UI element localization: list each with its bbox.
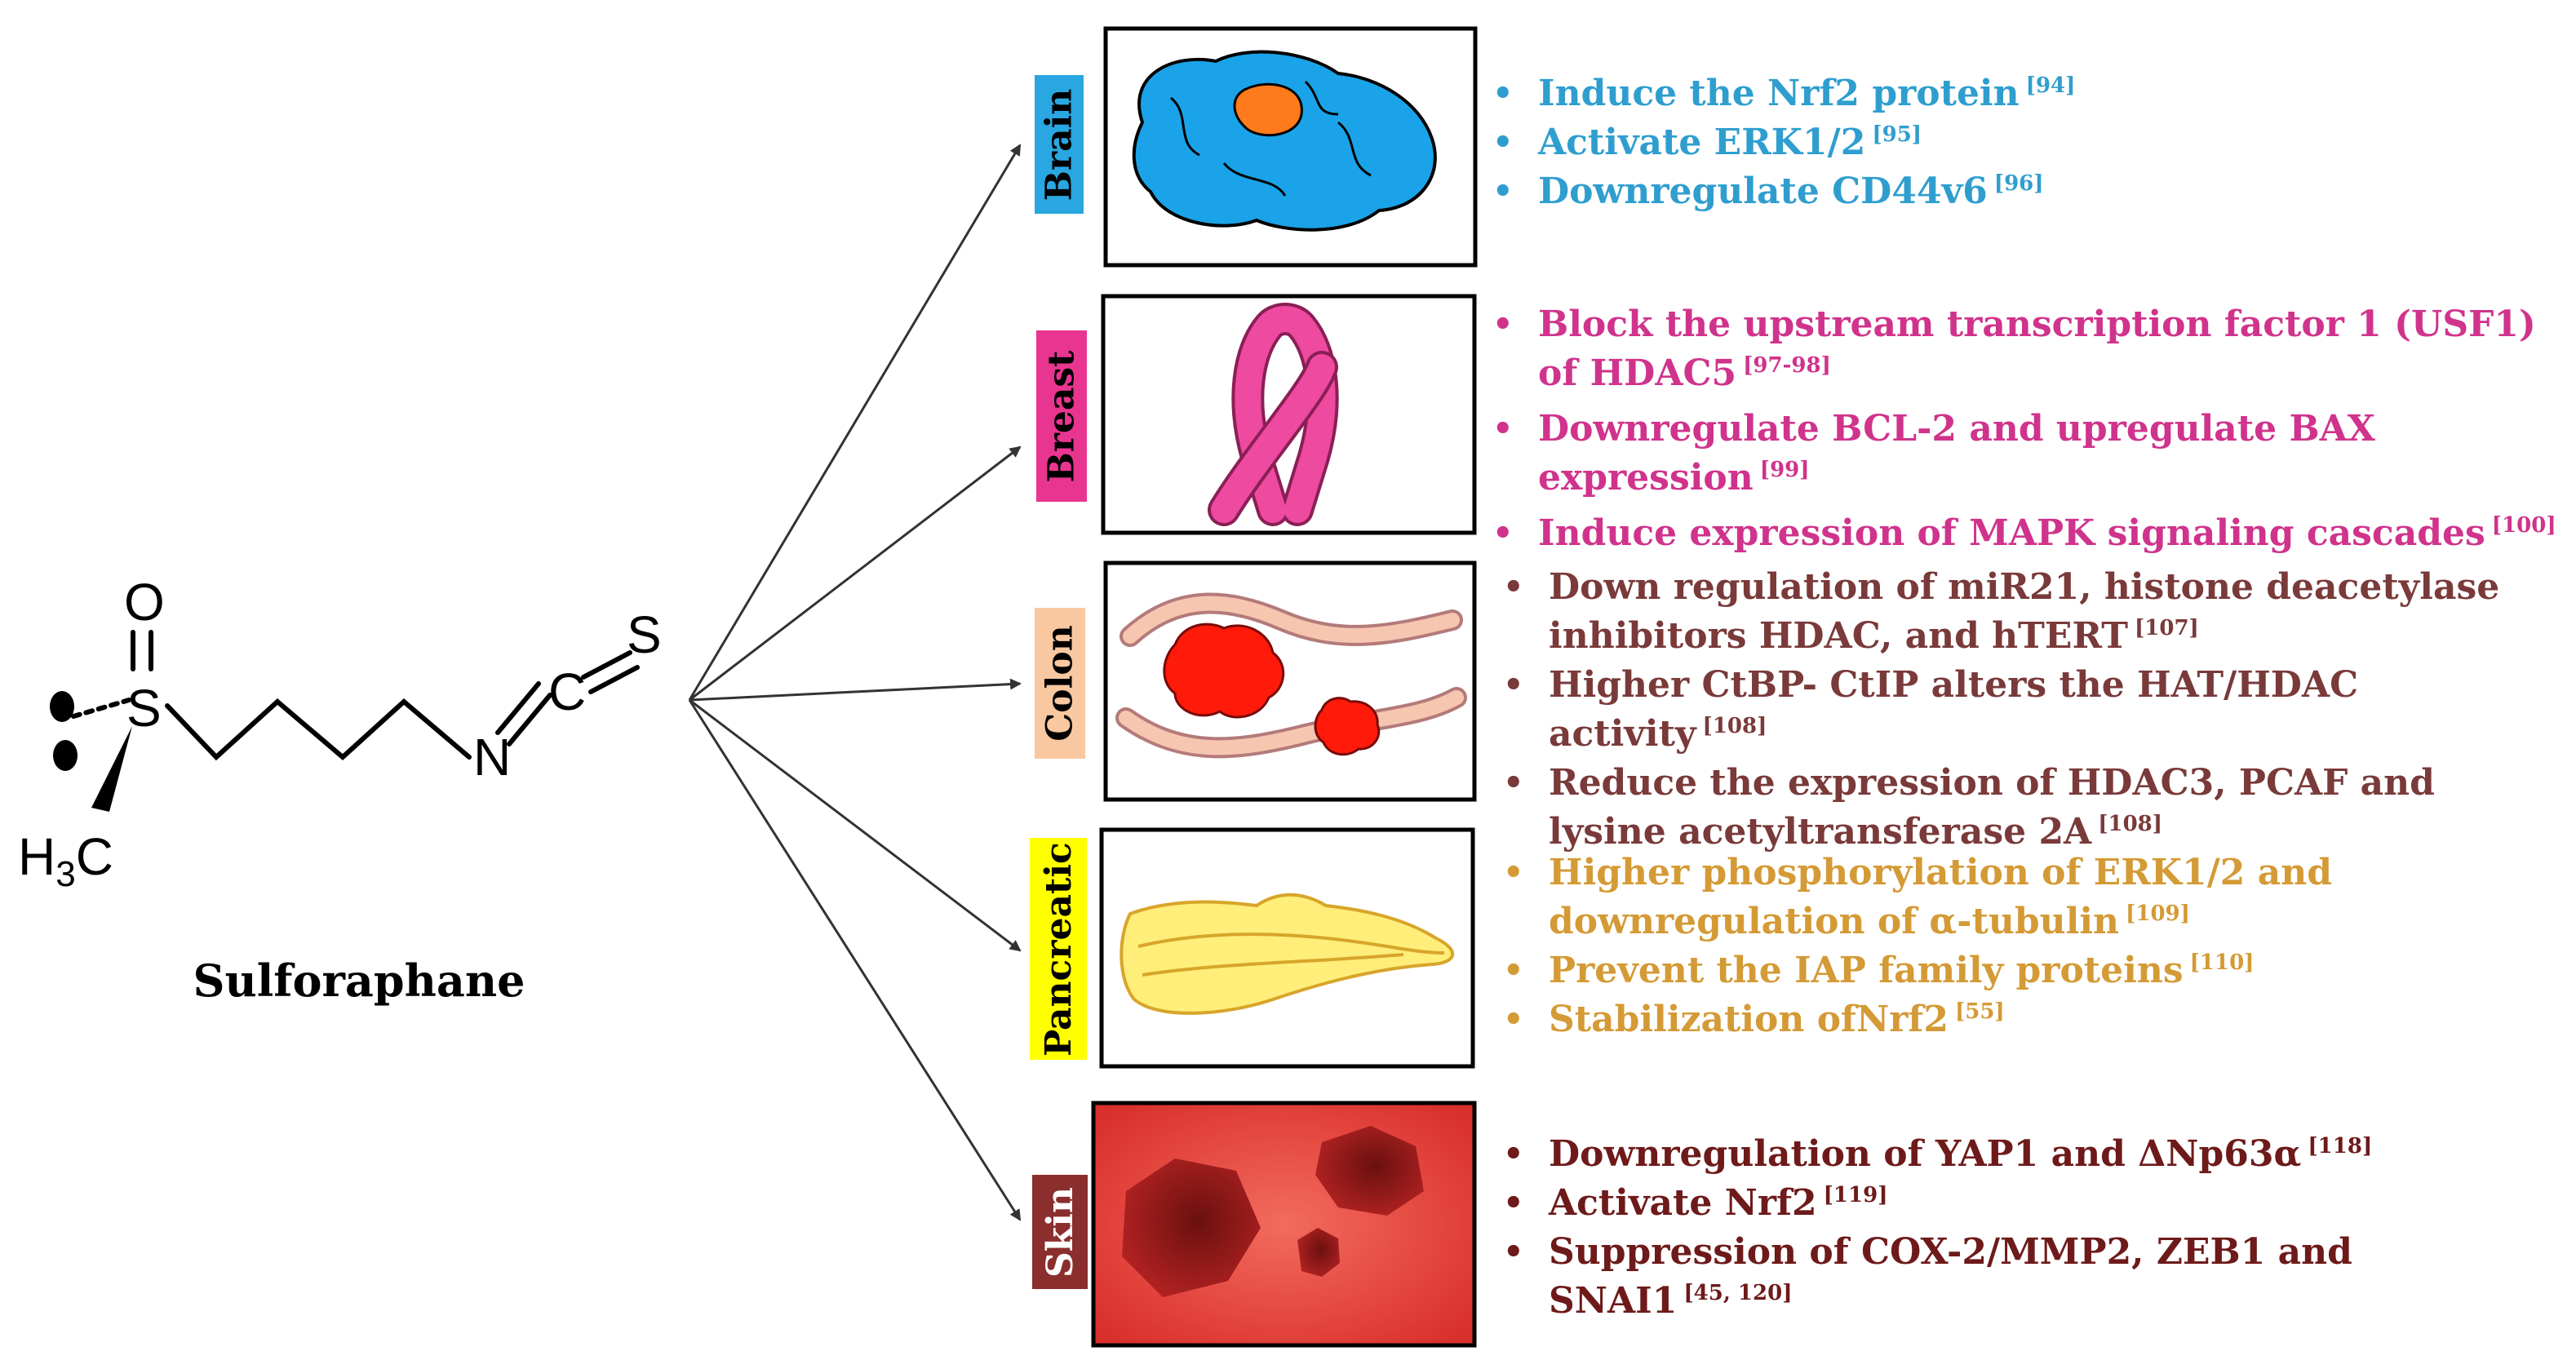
- brain-panel: [1103, 26, 1478, 268]
- pancreatic-tab: Pancreatic: [1030, 838, 1087, 1060]
- arrow-skin: [688, 699, 1022, 1221]
- pink-ribbon-icon: [1208, 303, 1339, 526]
- breast-tab-label: Breast: [1040, 350, 1083, 482]
- c-s-bond-2: [588, 665, 640, 694]
- dashed-bond: [71, 698, 131, 719]
- n-c-bond-2: [507, 693, 552, 747]
- arrow-pancreatic: [689, 698, 1022, 952]
- breast-panel: [1101, 294, 1477, 535]
- skin-lesion-icon: [1122, 1126, 1424, 1297]
- list-item: Downregulate BCL-2 and upregulate BAX ex…: [1489, 405, 2566, 503]
- pancreas-icon: [1120, 893, 1455, 1015]
- n-c-bond-1: [495, 681, 541, 735]
- c-s-bond-1: [581, 650, 632, 680]
- list-item: Reduce the expression of HDAC3, PCAF and…: [1500, 759, 2560, 857]
- arrow-brain: [688, 144, 1022, 701]
- skin-panel: [1091, 1101, 1477, 1348]
- brain-effects: Induce the Nrf2 protein[94] Activate ERK…: [1489, 69, 2566, 216]
- list-item: Stabilization ofNrf2[55]: [1500, 995, 2438, 1044]
- carbon-chain: [165, 698, 472, 761]
- nitrogen-atom: N: [473, 728, 511, 786]
- list-item: Higher phosphorylation of ERK1/2 and dow…: [1500, 848, 2438, 946]
- arrow-colon: [689, 678, 1022, 702]
- atom-labels: O S N C S H3C: [18, 573, 662, 894]
- lone-pair-dot-upper: [50, 691, 74, 722]
- colon-tumor-icon: [1115, 592, 1467, 759]
- list-item: Block the upstream transcription factor …: [1489, 300, 2566, 398]
- list-item: Induce expression of MAPK signaling casc…: [1489, 509, 2566, 558]
- list-item: Activate Nrf2[119]: [1500, 1179, 2463, 1228]
- list-item: Downregulate CD44v6[96]: [1489, 167, 2566, 216]
- list-item: Induce the Nrf2 protein[94]: [1489, 69, 2566, 118]
- pancreatic-tab-label: Pancreatic: [1037, 841, 1080, 1057]
- colon-effects: Down regulation of miR21, histone deacet…: [1500, 563, 2560, 857]
- breast-effects: Block the upstream transcription factor …: [1489, 300, 2566, 558]
- colon-box: [1103, 560, 1477, 802]
- list-item: Prevent the IAP family proteins[110]: [1500, 946, 2438, 995]
- compound-name: Sulforaphane: [193, 955, 525, 1007]
- colon-panel: [1103, 560, 1477, 802]
- list-item: Downregulation of YAP1 and ΔNp63α[118]: [1500, 1130, 2463, 1179]
- colon-tab: Colon: [1035, 608, 1085, 759]
- skin-tab-label: Skin: [1039, 1186, 1081, 1278]
- list-item: Activate ERK1/2[95]: [1489, 118, 2566, 167]
- brain-icon: [1132, 50, 1437, 232]
- skin-effects: Downregulation of YAP1 and ΔNp63α[118] A…: [1500, 1130, 2463, 1326]
- lone-pair-dot-lower: [53, 740, 78, 771]
- skin-tab: Skin: [1032, 1175, 1088, 1289]
- arrows: [688, 144, 1022, 1221]
- pancreatic-effects: Higher phosphorylation of ERK1/2 and dow…: [1500, 848, 2438, 1044]
- arrow-breast: [689, 445, 1022, 702]
- methyl-group: H3C: [18, 827, 113, 894]
- terminal-sulfur-atom: S: [627, 605, 662, 664]
- breast-tab: Breast: [1036, 330, 1087, 502]
- list-item: Higher CtBP- CtIP alters the HAT/HDAC ac…: [1500, 661, 2560, 759]
- wedge-bond: [91, 726, 132, 812]
- list-item: Down regulation of miR21, histone deacet…: [1500, 563, 2560, 661]
- sulfur-atom: S: [126, 679, 162, 738]
- colon-tab-label: Colon: [1039, 625, 1081, 742]
- brain-tab-label: Brain: [1038, 88, 1080, 201]
- list-item: Suppression of COX-2/MMP2, ZEB1 and SNAI…: [1500, 1228, 2463, 1326]
- oxygen-atom: O: [124, 573, 165, 631]
- carbon-atom: C: [548, 662, 586, 721]
- sulforaphane-structure: [50, 630, 640, 812]
- brain-tab: Brain: [1035, 75, 1084, 214]
- pancreatic-panel: [1099, 827, 1475, 1069]
